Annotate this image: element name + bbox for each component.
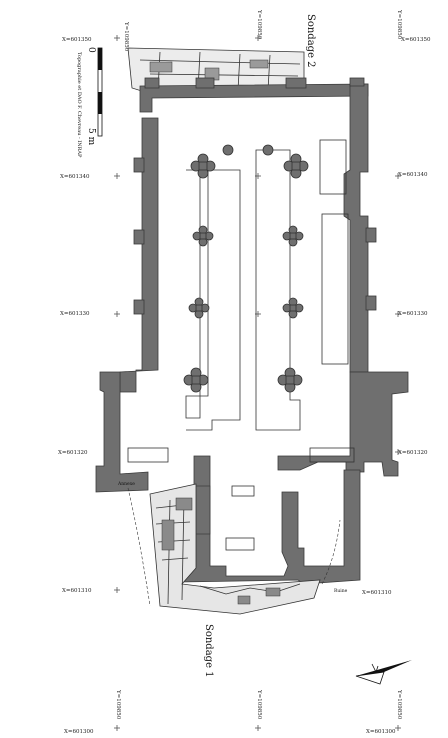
x-coord-r3-right: X=601330: [398, 311, 428, 317]
y-coord-top-mid: Y=109850: [256, 9, 262, 40]
y-coord-top-left: Y=109850: [123, 21, 129, 52]
x-coord-r3-left: X=601330: [60, 311, 90, 317]
x-coord-r6-right: X=601300: [366, 729, 396, 735]
x-coord-r4-right: X=601320: [398, 450, 428, 456]
x-coord-r1-right: X=601350: [401, 37, 431, 43]
x-coord-r1-left: X=601350: [62, 37, 92, 43]
y-coord-top-right: Y=109850: [396, 9, 402, 40]
ruin-label: Ruine: [334, 588, 348, 594]
y-coord-bottom-right: Y=109850: [396, 689, 402, 720]
x-coord-r2-left: X=601340: [60, 174, 90, 180]
x-coord-r6-left: X=601300: [64, 729, 94, 735]
scale-length-label: 5 m: [86, 128, 96, 146]
sondage-1-area: Annexe Ruine: [117, 481, 348, 615]
sondage-2-area: [127, 47, 305, 93]
scale-zero-label: 0: [86, 47, 96, 53]
y-coord-bottom-mid: Y=109850: [256, 689, 262, 720]
x-coord-r5-left: X=601310: [62, 588, 92, 594]
x-coord-r2-right: X=601340: [398, 172, 428, 178]
x-coord-r4-left: X=601320: [58, 450, 88, 456]
nave-outlines: [127, 139, 355, 551]
north-arrow-icon: [355, 660, 412, 685]
nave-piers: [183, 144, 309, 393]
church-walls: [95, 77, 409, 585]
annex-label: Annexe: [117, 481, 135, 487]
sondage-2-label: Sondage 2: [305, 14, 316, 68]
y-coordinate-labels: Y=109850 Y=109850 Y=109850 Y=109850 Y=10…: [115, 9, 402, 720]
credit-label: Topographie et DAO F. Chevreau - INRAP: [76, 52, 82, 158]
scale-bar: 0 5 m Topographie et DAO F. Chevreau - I…: [76, 47, 103, 158]
x-coord-r5-right: X=601310: [362, 590, 392, 596]
sondage-1-label: Sondage 1: [203, 624, 214, 678]
x-coordinate-labels: X=601350 X=601350 X=601340 X=601340 X=60…: [58, 37, 431, 735]
y-coord-bottom-left: Y=109850: [115, 689, 121, 720]
